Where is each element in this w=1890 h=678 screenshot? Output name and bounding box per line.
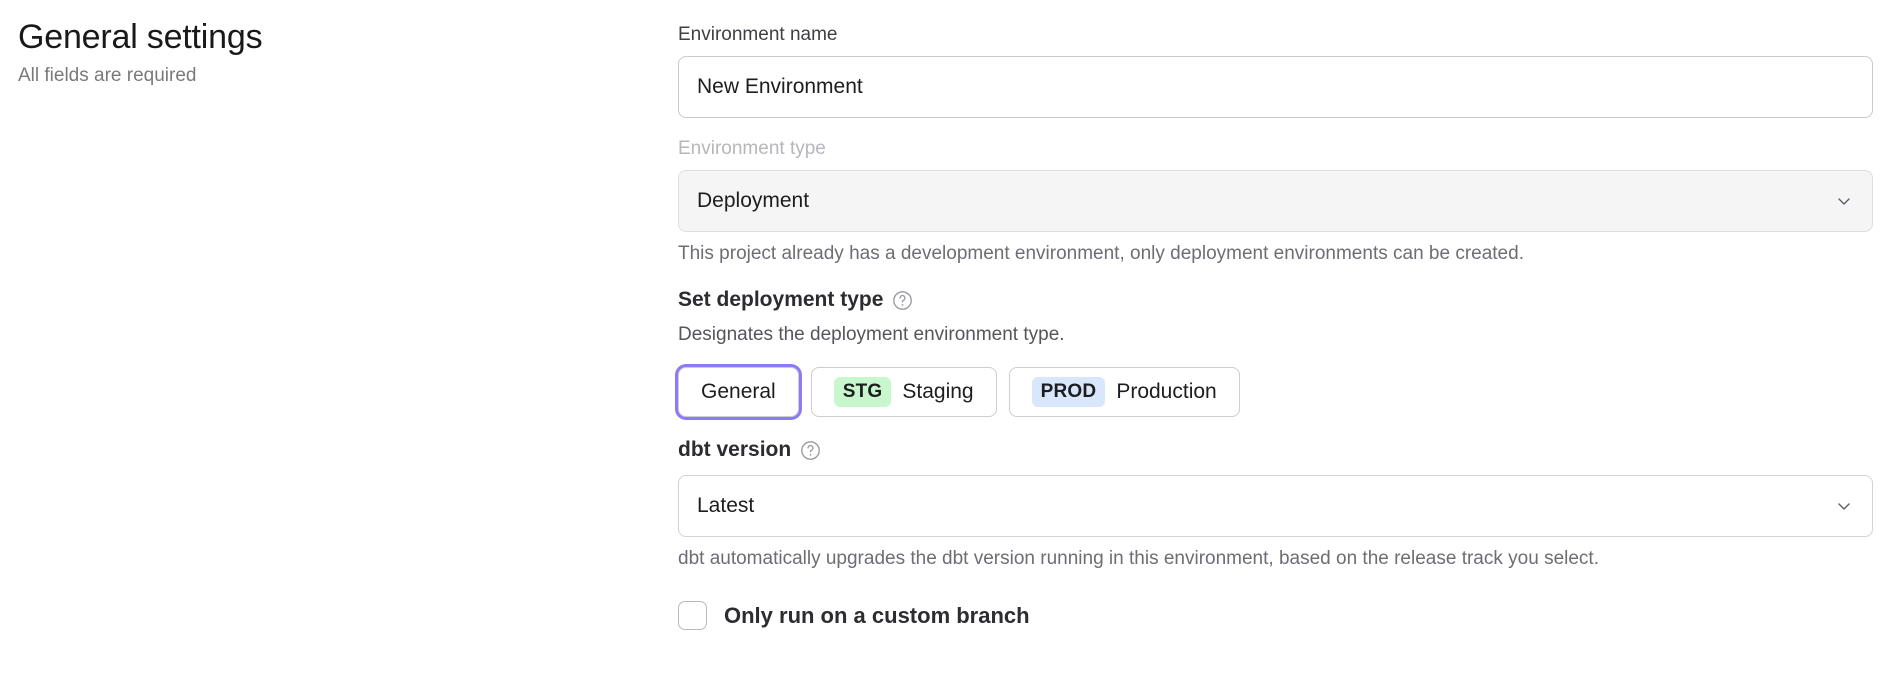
environment-type-select[interactable]: Deployment (678, 170, 1873, 232)
page-title: General settings (18, 18, 263, 56)
question-circle-icon[interactable] (892, 290, 913, 311)
production-badge: PROD (1031, 377, 1106, 407)
deployment-type-options: General STG Staging PROD Production (678, 367, 1873, 417)
settings-form-column: Environment name New Environment Environ… (678, 0, 1890, 630)
page-subtitle: All fields are required (18, 65, 197, 86)
deployment-type-option-production-label: Production (1116, 380, 1217, 403)
dbt-version-heading: dbt version (678, 436, 1873, 464)
deployment-type-heading: Set deployment type (678, 286, 1873, 314)
custom-branch-row: Only run on a custom branch (678, 601, 1873, 630)
environment-type-select-wrap: Deployment This project already has a de… (678, 170, 1873, 267)
dbt-version-value: Latest (697, 494, 755, 517)
dbt-version-select-wrap: Latest dbt automatically upgrades the db… (678, 475, 1873, 572)
environment-type-helper: This project already has a development e… (678, 243, 1524, 264)
deployment-type-option-production[interactable]: PROD Production (1008, 367, 1240, 417)
deployment-type-option-general-label: General (701, 380, 776, 403)
chevron-down-icon (1836, 498, 1852, 514)
environment-name-label: Environment name (678, 24, 838, 45)
settings-intro-column: General settings All fields are required (0, 0, 678, 89)
environment-name-field: Environment name New Environment (678, 22, 1873, 118)
dbt-version-select[interactable]: Latest (678, 475, 1873, 537)
environment-type-label: Environment type (678, 138, 826, 159)
deployment-type-option-staging-label: Staging (902, 380, 974, 403)
dbt-version-label: dbt version (678, 438, 792, 461)
deployment-type-field: Set deployment type Designates the deplo… (678, 286, 1873, 417)
environment-name-input[interactable]: New Environment (678, 56, 1873, 118)
environment-type-field: Environment type Deployment This project… (678, 136, 1873, 267)
question-circle-icon[interactable] (800, 440, 821, 461)
deployment-type-heading-label: Set deployment type (678, 288, 884, 311)
environment-type-value: Deployment (697, 189, 810, 212)
dbt-version-helper: dbt automatically upgrades the dbt versi… (678, 548, 1599, 569)
deployment-type-option-general[interactable]: General (678, 367, 799, 417)
deployment-type-description: Designates the deployment environment ty… (678, 324, 1065, 345)
chevron-down-icon (1836, 193, 1852, 209)
custom-branch-label[interactable]: Only run on a custom branch (724, 602, 1030, 628)
deployment-type-option-staging[interactable]: STG Staging (810, 367, 997, 417)
environment-name-input-wrap: New Environment (678, 56, 1873, 118)
dbt-version-field: dbt version Latest (678, 436, 1873, 572)
custom-branch-checkbox[interactable] (678, 601, 707, 630)
staging-badge: STG (833, 377, 892, 407)
